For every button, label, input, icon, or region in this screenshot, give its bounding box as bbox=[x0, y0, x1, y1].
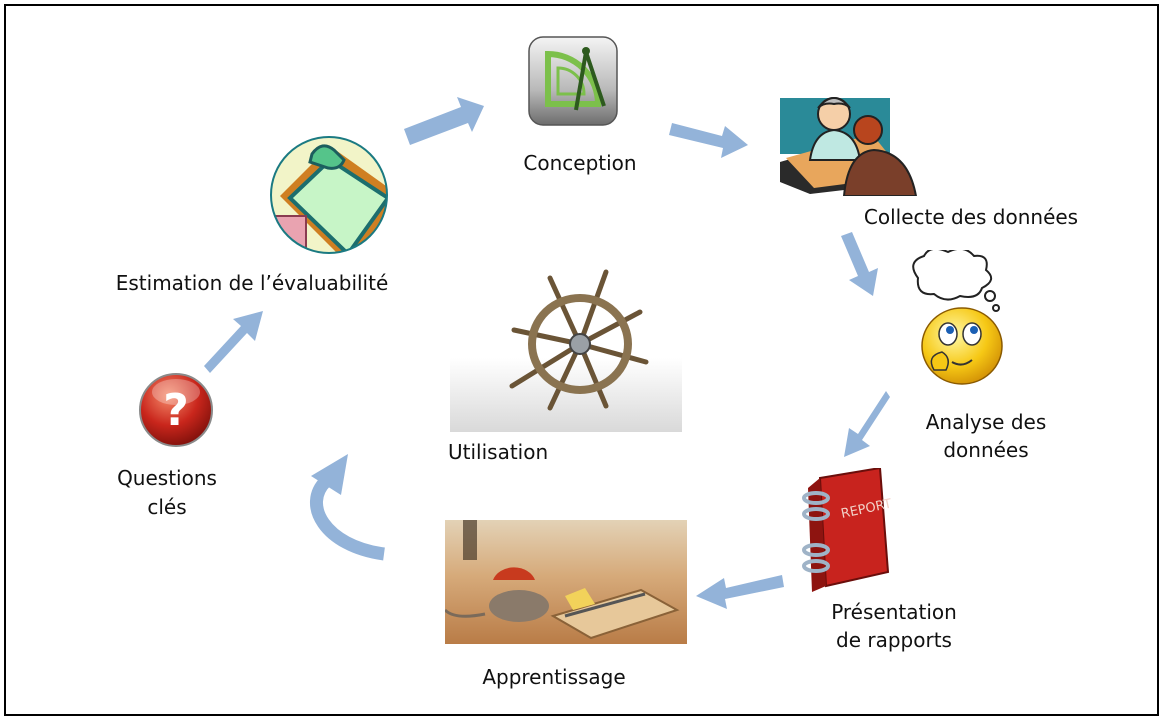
analyse-label-line2: données bbox=[943, 438, 1029, 462]
rapports-label-line2: de rapports bbox=[836, 628, 952, 652]
questions-label-line1: Questions bbox=[117, 466, 217, 490]
arrow-analyse-to-rapports bbox=[844, 391, 890, 457]
arrow-questions-to-evaluability bbox=[204, 311, 263, 373]
interview-icon bbox=[780, 90, 920, 196]
thinking-face-icon bbox=[904, 250, 1008, 386]
arrow-evaluability-to-conception bbox=[404, 97, 484, 145]
conception-label: Conception bbox=[523, 151, 637, 175]
evaluability-label: Estimation de l’évaluabilité bbox=[115, 271, 389, 295]
question-mark-icon: ? bbox=[138, 372, 214, 448]
clipboard-icon bbox=[270, 136, 388, 254]
arrow-conception-to-collecte bbox=[669, 123, 748, 158]
arrow-collecte-to-analyse bbox=[841, 232, 878, 296]
utilisation-label: Utilisation bbox=[448, 440, 549, 464]
svg-text:?: ? bbox=[163, 385, 189, 436]
collecte-label: Collecte des données bbox=[863, 205, 1079, 229]
cycle-arrows bbox=[204, 97, 890, 609]
diagram-frame: Conception Estimation de l’évaluabilité bbox=[4, 4, 1159, 716]
ship-wheel-icon bbox=[450, 268, 682, 432]
arrow-rapports-to-apprentissage bbox=[696, 575, 784, 609]
rapports-label-line1: Présentation bbox=[831, 600, 957, 624]
questions-label-line2: clés bbox=[147, 495, 187, 519]
arrow-curved-learning-to-use bbox=[310, 476, 386, 561]
apprentissage-label: Apprentissage bbox=[482, 665, 626, 689]
report-binder-icon: REPORT bbox=[798, 468, 894, 592]
compass-protractor-icon bbox=[526, 34, 620, 128]
mouse-trap-photo bbox=[445, 520, 687, 644]
analyse-label-line1: Analyse des bbox=[925, 410, 1047, 434]
